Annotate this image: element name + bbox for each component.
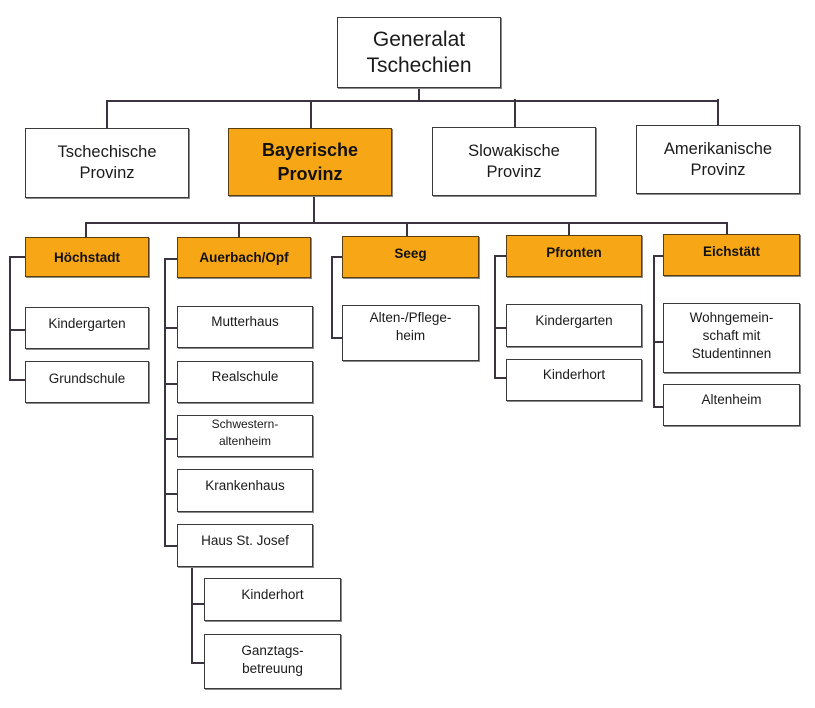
facility-label: Ganztags- betreuung <box>241 642 304 676</box>
facility-label: Kindergarten <box>535 312 613 328</box>
connector-line <box>310 100 312 128</box>
facility-box: Kinderhort <box>506 359 642 401</box>
facility-box: Kindergarten <box>506 304 642 347</box>
facility-label: Grundschule <box>48 371 126 386</box>
connector-line <box>164 258 166 545</box>
house-label: Pfronten <box>546 244 602 260</box>
facility-box: Realschule <box>177 361 313 403</box>
connector-line <box>164 258 177 260</box>
facility-box: Haus St. Josef <box>177 524 313 567</box>
connector-line <box>406 222 408 236</box>
connector-line <box>106 100 108 128</box>
connector-line <box>106 100 718 102</box>
facility-label: Kindergarten <box>48 316 126 331</box>
connector-line <box>85 222 87 237</box>
connector-line <box>494 327 506 329</box>
province-label: Tschechische Provinz <box>57 143 157 182</box>
facility-label: Kinderhort <box>241 586 304 602</box>
facility-box: Kinderhort <box>204 578 341 621</box>
facility-label: Alten-/Pflege- heim <box>369 310 452 343</box>
connector-line <box>653 255 663 257</box>
connector-line <box>514 99 516 127</box>
province-amerikanische: Amerikanische Provinz <box>636 125 800 194</box>
connector-line <box>726 222 728 234</box>
house-label: Seeg <box>394 245 427 261</box>
facility-label: Realschule <box>211 369 279 384</box>
facility-box: Ganztags- betreuung <box>204 634 341 689</box>
facility-box: Grundschule <box>25 361 149 403</box>
province-slowakische: Slowakische Provinz <box>432 127 596 196</box>
house-pfronten: Pfronten <box>506 235 642 277</box>
house-label: Höchstadt <box>53 249 120 265</box>
connector-line <box>653 341 663 343</box>
facility-box: Kindergarten <box>25 307 149 349</box>
house-seeg: Seeg <box>342 236 479 278</box>
connector-line <box>191 567 193 663</box>
facility-label: Altenheim <box>701 392 762 407</box>
root-label: Generalat Tschechien <box>366 27 472 77</box>
facility-label: Wohngemein- schaft mit Studentinnen <box>689 310 774 361</box>
facility-box: Schwestern- altenheim <box>177 415 313 457</box>
connector-line <box>164 383 177 385</box>
facility-label: Mutterhaus <box>211 314 279 329</box>
connector-line <box>9 379 25 381</box>
house-eichstaett: Eichstätt <box>663 234 800 276</box>
connector-line <box>331 256 342 258</box>
province-tschechische: Tschechische Provinz <box>25 128 189 198</box>
connector-line <box>164 327 177 329</box>
province-label: Bayerische Provinz <box>261 140 359 184</box>
connector-line <box>9 329 25 331</box>
house-label: Auerbach/Opf <box>199 250 289 265</box>
house-hoechstadt: Höchstadt <box>25 237 149 277</box>
connector-line <box>331 256 333 338</box>
connector-line <box>331 337 342 339</box>
connector-line <box>164 438 177 440</box>
connector-line <box>313 195 315 224</box>
connector-line <box>164 493 177 495</box>
house-label: Eichstätt <box>702 243 760 259</box>
connector-line <box>717 99 719 125</box>
province-label: Amerikanische Provinz <box>663 139 773 179</box>
facility-label: Krankenhaus <box>205 477 285 493</box>
connector-line <box>494 255 496 378</box>
connector-line <box>9 256 11 380</box>
connector-line <box>191 662 204 664</box>
facility-box: Krankenhaus <box>177 469 313 512</box>
connector-line <box>191 603 204 605</box>
facility-box: Wohngemein- schaft mit Studentinnen <box>663 303 800 373</box>
connector-line <box>9 256 25 258</box>
facility-box: Altenheim <box>663 384 800 426</box>
root-node: Generalat Tschechien <box>337 17 501 88</box>
facility-label: Haus St. Josef <box>201 532 289 548</box>
connector-line <box>418 87 420 102</box>
facility-box: Mutterhaus <box>177 306 313 348</box>
connector-line <box>653 255 655 408</box>
province-bayerische: Bayerische Provinz <box>228 128 392 196</box>
connector-line <box>568 222 570 235</box>
connector-line <box>494 377 506 379</box>
house-auerbach-opf: Auerbach/Opf <box>177 237 311 278</box>
facility-label: Kinderhort <box>542 367 606 382</box>
connector-line <box>653 406 663 408</box>
connector-line <box>164 545 177 547</box>
connector-line <box>238 222 240 237</box>
facility-label: Schwestern- altenheim <box>211 417 279 448</box>
province-label: Slowakische Provinz <box>468 141 560 181</box>
facility-box: Alten-/Pflege- heim <box>342 305 479 361</box>
connector-line <box>494 255 506 257</box>
